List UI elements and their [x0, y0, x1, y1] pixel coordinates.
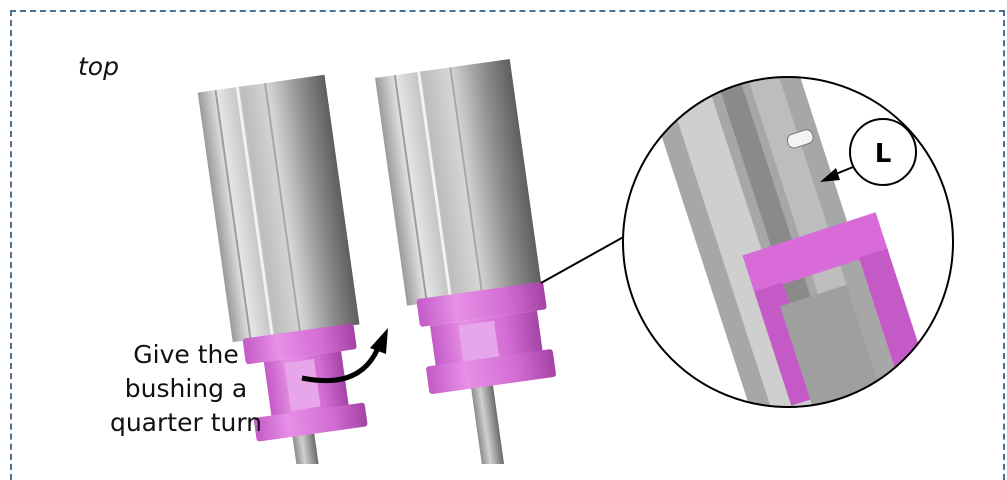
right-bushing-bottom	[426, 349, 556, 395]
instruction-line-3: quarter turn	[109, 408, 263, 437]
callout-letter: L	[875, 139, 892, 169]
right-tube	[375, 59, 542, 306]
instruction-text: Give the bushing a quarter turn	[86, 338, 286, 440]
callout-bubble	[849, 118, 917, 186]
diagram-stage: L top Give the bushing a quarter turn	[10, 10, 1005, 480]
view-label: top	[78, 52, 119, 81]
zoom-leader-line	[540, 229, 637, 284]
left-bushing-top	[242, 323, 357, 365]
zoom-detail: L	[622, 76, 954, 408]
right-shaft	[470, 381, 508, 464]
instruction-line-2: bushing a	[124, 374, 248, 403]
left-tube	[197, 74, 360, 343]
zoom-circle	[622, 76, 954, 408]
instruction-line-1: Give the	[133, 340, 239, 369]
right-rod-assembly	[375, 59, 556, 464]
dashed-frame	[10, 10, 1005, 480]
right-bushing-top	[416, 281, 547, 327]
rotation-arrow	[301, 328, 388, 384]
left-bushing-bottom	[253, 402, 368, 442]
left-rod-assembly	[197, 74, 368, 464]
illustration: L	[197, 59, 954, 464]
